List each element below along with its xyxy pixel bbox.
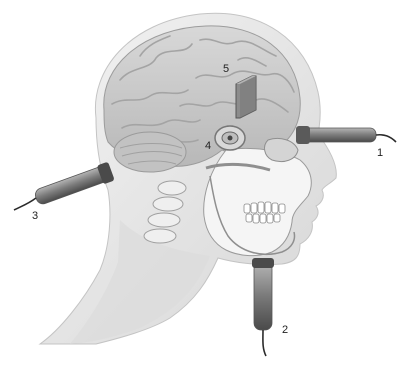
probe-2: [252, 258, 274, 356]
cortical-plate: [236, 76, 256, 118]
probe-3-cable: [14, 198, 36, 210]
probe-1: [296, 126, 396, 144]
label-1: 1: [377, 148, 383, 159]
ear-transducer: [215, 126, 245, 150]
label-2: 2: [282, 325, 288, 336]
probe-3: [33, 162, 115, 208]
label-5: 5: [223, 64, 229, 75]
label-4: 4: [205, 141, 211, 152]
label-3: 3: [32, 211, 38, 222]
